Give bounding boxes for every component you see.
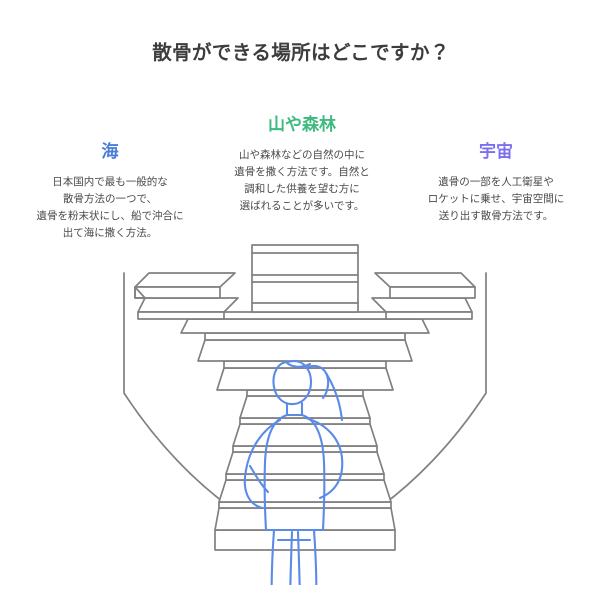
tier-4-base <box>180 318 430 334</box>
person-neck <box>285 401 304 417</box>
column-sea: 海 日本国内で最も一般的な 散骨方法の一つで、 遺骨を粉末状にし、船で沖合に 出… <box>10 142 210 242</box>
tier-8-top <box>239 417 371 425</box>
right-upper-slab-top <box>374 272 476 288</box>
column-mountain-forest: 山や森林 山や森林などの自然の中に 遺骨を撒く方法です。自然と 調和した供養を望… <box>202 115 402 215</box>
column-mountain-forest-body: 山や森林などの自然の中に 遺骨を撒く方法です。自然と 調和した供養を望む方に 選… <box>234 149 370 213</box>
person-leg-left <box>270 528 276 585</box>
right-mid-slab-front <box>385 311 473 320</box>
tier-8 <box>232 423 378 447</box>
column-space-heading: 宇宙 <box>479 142 513 161</box>
left-upper-slab-side <box>134 286 146 299</box>
person-forearm-to-head <box>324 371 344 422</box>
person-hair-detail <box>284 360 312 368</box>
tier-6 <box>216 367 394 391</box>
person-arm-on-hip <box>243 418 282 510</box>
amphitheater-structure <box>123 244 487 551</box>
tier-11-top <box>218 501 392 509</box>
left-mid-slab-top <box>137 297 239 313</box>
tier-11 <box>214 507 396 531</box>
person-arm-raised <box>304 416 344 500</box>
illustration-svg <box>123 244 487 585</box>
person-leg-right <box>312 528 318 585</box>
right-mid-slab-top <box>371 297 473 313</box>
tier-10-top <box>225 473 385 481</box>
left-mid-slab-front <box>137 311 225 320</box>
page-title: 散骨ができる場所はどこですか？ <box>152 42 450 64</box>
column-sea-heading: 海 <box>101 142 119 161</box>
tier-5 <box>197 339 413 362</box>
thinking-person-figure <box>243 359 344 585</box>
stepped-amphitheater-illustration <box>90 240 520 585</box>
left-upper-slab-front <box>134 286 221 299</box>
tier-5-top <box>204 332 406 341</box>
right-upper-slab-front <box>389 286 476 299</box>
person-elbow-detail <box>248 464 270 494</box>
center-podium-block <box>251 244 359 313</box>
left-upper-slab-top <box>134 272 236 288</box>
column-sea-body: 日本国内で最も一般的な 散骨方法の一つで、 遺骨を粉末状にし、船で沖合に 出て海… <box>36 176 184 240</box>
column-space: 宇宙 遺骨の一部を人工衛星や ロケットに乗せ、宇宙空間に 送り出す散骨方法です。 <box>396 142 596 225</box>
column-space-body: 遺骨の一部を人工衛星や ロケットに乗せ、宇宙空間に 送り出す散骨方法です。 <box>427 176 565 223</box>
column-mountain-forest-heading: 山や森林 <box>268 115 336 134</box>
person-head-icon <box>272 359 313 406</box>
outer-wall-left <box>124 273 240 540</box>
tier-7-top <box>246 389 364 397</box>
